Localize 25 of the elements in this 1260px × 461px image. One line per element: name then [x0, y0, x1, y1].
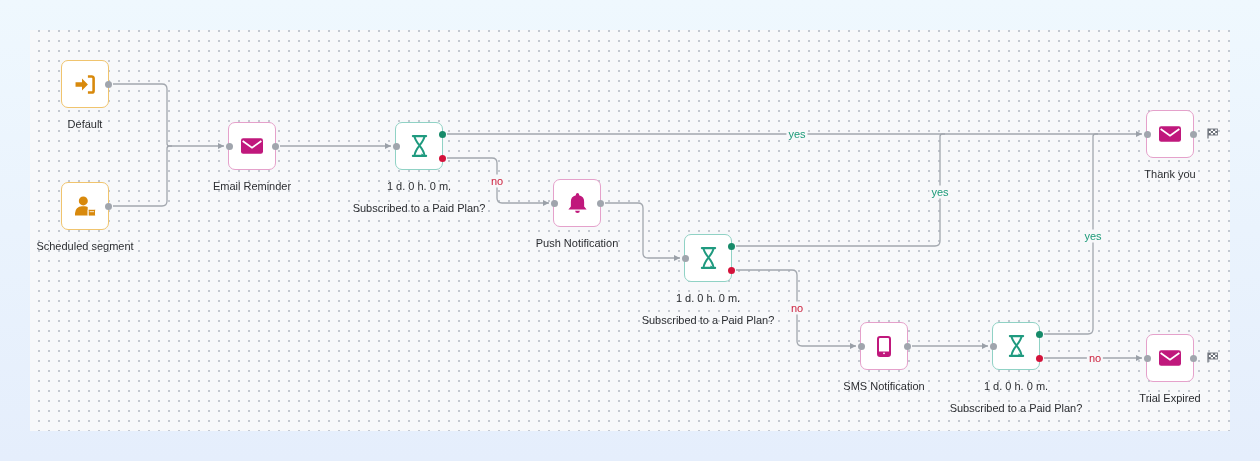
connector-arrow	[279, 143, 392, 149]
node-label: SMS Notification	[843, 379, 925, 393]
connector-arrow	[911, 343, 989, 349]
edge-label: yes	[929, 185, 951, 199]
node-label: Subscribed to a Paid Plan?	[949, 401, 1083, 415]
connector-arrow	[446, 157, 550, 206]
node-label: Default	[67, 117, 103, 131]
node-label: Push Notification	[535, 236, 619, 250]
duration-label: 1 d. 0 h. 0 m.	[386, 179, 452, 193]
node-label: Subscribed to a Paid Plan?	[641, 313, 775, 327]
connector-arrow	[1043, 355, 1143, 361]
connector-arrow	[735, 269, 857, 349]
node-label: Email Reminder	[212, 179, 292, 193]
node-label: Trial Expired	[1139, 391, 1201, 405]
duration-label: 1 d. 0 h. 0 m.	[675, 291, 741, 305]
node-label: Subscribed to a Paid Plan?	[352, 201, 486, 215]
node-label: Scheduled segment	[36, 239, 134, 253]
edge-label: no	[788, 301, 806, 315]
edge-label: no	[488, 174, 506, 188]
duration-label: 1 d. 0 h. 0 m.	[983, 379, 1049, 393]
node-label: Thank you	[1144, 167, 1196, 181]
connector-arrow	[604, 202, 681, 261]
edge-label: yes	[1082, 229, 1104, 243]
connector-arrow	[1097, 131, 1143, 137]
edge-label: yes	[786, 127, 808, 141]
